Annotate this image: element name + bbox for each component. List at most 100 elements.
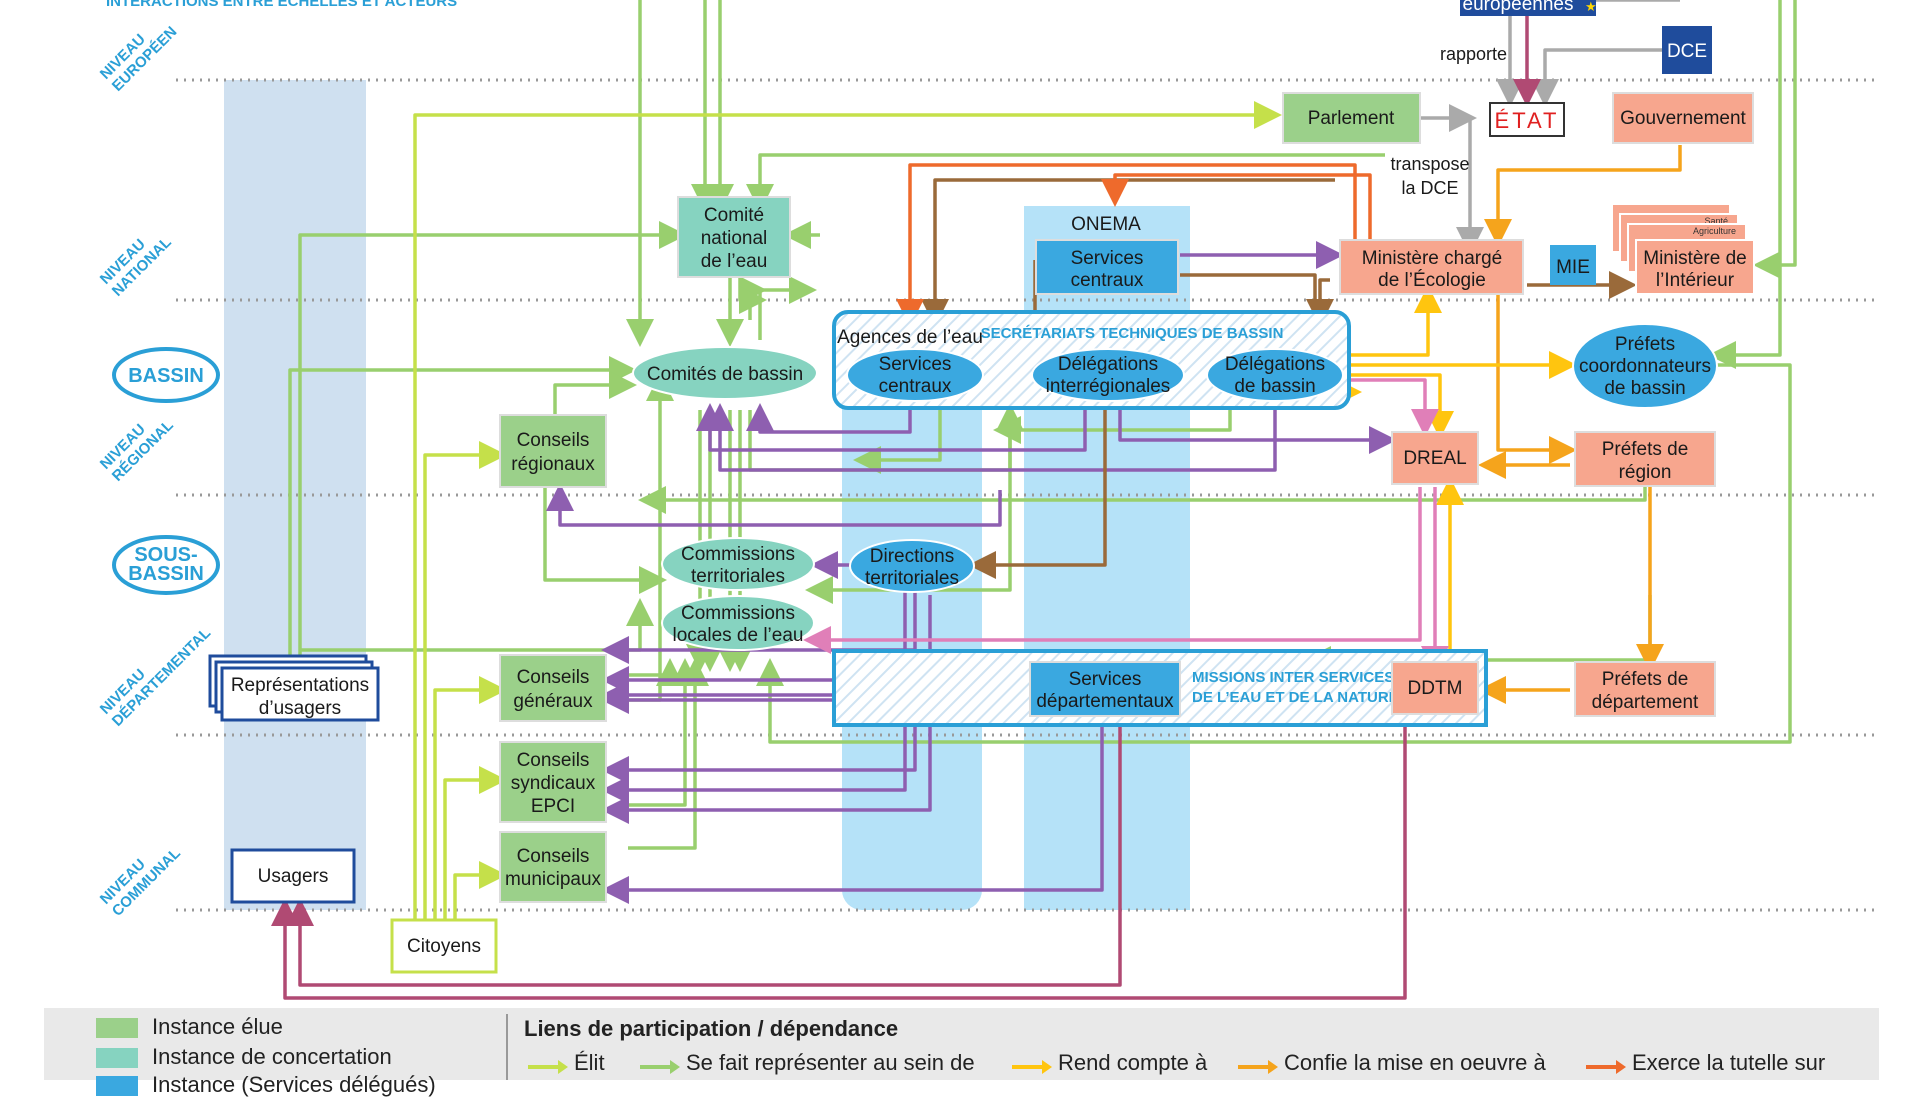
svg-text:locales de l’eau: locales de l’eau [673,625,804,646]
legend-link-elit: Élit [574,1050,605,1075]
legend-title: Liens de participation / dépendance [524,1016,899,1041]
conseils-generaux-box: Conseils généraux [499,654,607,722]
rapporte-label: rapporte [1440,44,1507,64]
institutions-europeennes-box: européennes ★ [1460,0,1597,16]
svg-text:l’Intérieur: l’Intérieur [1656,270,1735,291]
legend-instance-elue: Instance élue [152,1014,283,1039]
usagers-box: Usagers [230,848,356,904]
svg-text:SOUS-: SOUS- [134,544,197,566]
level-label-regional: NIVEAU RÉGIONAL [97,417,177,485]
svg-text:MIE: MIE [1556,257,1590,278]
prefets-region-box: Préfets de région [1574,431,1716,487]
services-departementaux-box: Services départementaux [1029,661,1181,717]
svg-text:Préfets de: Préfets de [1602,439,1689,460]
level-label-departemental: NIVEAU DÉPARTEMENTAL [97,625,214,730]
svg-text:région: région [1619,462,1672,483]
svg-text:EPCI: EPCI [531,796,575,817]
legend-instance-third: Instance (Services délégués) [152,1072,436,1097]
delegations-interregionales-node: Délégations interrégionales [1031,348,1185,402]
svg-text:de bassin: de bassin [1234,376,1315,397]
svg-text:centraux: centraux [879,376,952,397]
prefets-departement-box: Préfets de département [1574,661,1716,717]
legend-arrow-tutelle [1586,1060,1626,1074]
svg-text:interrégionales: interrégionales [1046,376,1171,397]
legend-arrow-confie [1238,1060,1278,1074]
svg-text:Conseils: Conseils [517,430,590,451]
svg-text:d’usagers: d’usagers [259,698,341,719]
conseils-syndicaux-box: Conseils syndicaux EPCI [499,741,607,823]
eu-star-icon: ★ [1585,0,1597,14]
svg-text:Conseils: Conseils [517,750,590,771]
svg-text:Services: Services [1069,669,1142,690]
svg-text:...: ... [1712,207,1720,217]
onema-label: ONEMA [1071,214,1141,235]
svg-text:MISSIONS INTER SERVICES: MISSIONS INTER SERVICES [1192,669,1394,686]
commissions-territoriales-node: Commissions territoriales [661,537,815,591]
level-label-national: NIVEAU NATIONAL [97,234,175,300]
directions-territoriales-node: Directions territoriales [849,539,975,593]
svg-text:transpose: transpose [1390,154,1469,174]
svg-text:de l’Écologie: de l’Écologie [1378,270,1486,291]
svg-text:DDTM: DDTM [1408,678,1463,699]
dreal-box: DREAL [1391,431,1479,485]
svg-text:syndicaux: syndicaux [511,773,596,794]
svg-text:Santé: Santé [1704,216,1728,226]
legend-arrow-represente [640,1060,680,1074]
ministere-ecologie-box: Ministère chargé de l’Écologie [1339,239,1524,295]
svg-text:européennes: européennes [1463,0,1574,15]
svg-text:Citoyens: Citoyens [407,936,481,957]
usagers-band [224,80,366,910]
svg-text:la DCE: la DCE [1401,178,1458,198]
comites-bassin-node: Comités de bassin [632,346,818,400]
svg-text:Préfets: Préfets [1615,334,1675,355]
onema-services-centraux-box: Services centraux [1035,239,1179,295]
legend-arrow-rend-compte [1012,1060,1052,1074]
representations-usagers-box: Représentations d’usagers [208,654,380,722]
svg-text:centraux: centraux [1071,270,1144,291]
parlement-box: Parlement [1282,92,1421,144]
svg-text:Commissions: Commissions [681,544,795,565]
svg-text:Parlement: Parlement [1308,108,1395,129]
svg-text:Services: Services [879,354,952,375]
legend-link-represente: Se fait représenter au sein de [686,1050,975,1075]
conseils-regionaux-box: Conseils régionaux [499,414,607,488]
conseils-municipaux-box: Conseils municipaux [499,831,607,903]
svg-text:SECRÉTARIATS TECHNIQUES DE BAS: SECRÉTARIATS TECHNIQUES DE BASSIN [981,325,1284,342]
level-label-bassin: BASSIN [112,347,220,403]
svg-text:Conseils: Conseils [517,846,590,867]
etat-box: ÉTAT [1489,102,1565,137]
citoyens-box: Citoyens [390,918,498,974]
connectors [271,0,1797,1000]
svg-text:Usagers: Usagers [258,866,329,887]
svg-text:Commissions: Commissions [681,603,795,624]
svg-text:de l’eau: de l’eau [701,251,768,272]
legend-link-confie: Confie la mise en oeuvre à [1284,1050,1546,1075]
svg-text:coordonnateurs: coordonnateurs [1579,356,1711,377]
svg-text:Délégations: Délégations [1225,354,1325,375]
svg-text:territoriales: territoriales [691,566,785,587]
svg-text:Comités de bassin: Comités de bassin [647,364,803,385]
svg-text:Délégations: Délégations [1058,354,1158,375]
svg-text:Agences de l’eau: Agences de l’eau [837,327,983,348]
svg-text:Préfets de: Préfets de [1602,669,1689,690]
svg-text:Conseils: Conseils [517,667,590,688]
legend-instance-concertation: Instance de concertation [152,1044,392,1069]
svg-text:généraux: généraux [513,691,593,712]
svg-text:départementaux: départementaux [1036,691,1174,712]
svg-text:Agriculture: Agriculture [1693,226,1736,236]
svg-text:département: département [1592,692,1699,713]
dce-box: DCE [1662,26,1712,74]
svg-text:Gouvernement: Gouvernement [1620,108,1746,129]
svg-text:DE L’EAU ET DE LA NATURE: DE L’EAU ET DE LA NATURE [1192,689,1399,706]
agences-services-centraux-node: Services centraux [846,348,984,402]
legend: Instance élue Instance de concertation I… [44,1008,1879,1097]
level-label-europeen: NIVEAU EUROPÉEN [97,23,181,95]
diagram-title: INTERACTIONS ENTRE ÉCHELLES ET ACTEURS [106,0,457,10]
ministere-interieur-label: Ministère de [1643,248,1747,269]
svg-text:Ministère chargé: Ministère chargé [1362,248,1502,269]
delegations-bassin-node: Délégations de bassin [1206,348,1344,402]
svg-text:de bassin: de bassin [1604,378,1685,399]
transpose-label: transpose la DCE [1390,154,1469,198]
level-label-sous-bassin: SOUS- BASSIN [112,535,220,595]
svg-text:Services: Services [1071,248,1144,269]
